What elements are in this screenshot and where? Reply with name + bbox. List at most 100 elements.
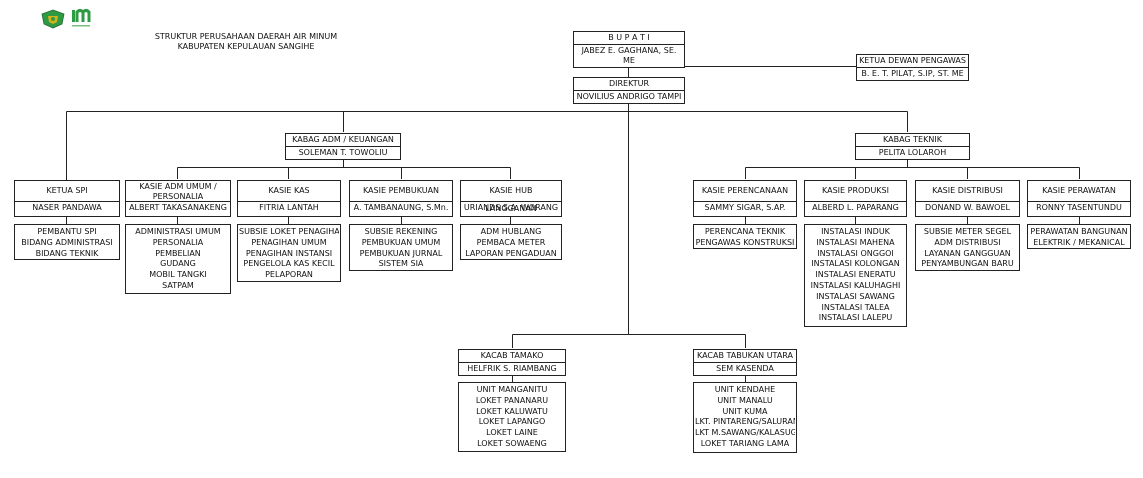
list-item: PERSONALIA <box>152 237 204 247</box>
kasie-kas-box: KASIE KAS FITRIA LANTAH <box>237 180 341 217</box>
list-item: INSTALASI LALEPU <box>818 313 893 323</box>
list-item: LAPORAN PENGADUAN <box>465 248 557 258</box>
list-item: PEMBACA METER <box>476 237 546 247</box>
list-item: PENAGIHAN UMUM <box>251 237 327 247</box>
kasie-kas-title: KASIE KAS <box>238 181 340 202</box>
list-item: BIDANG ADMINISTRASI <box>21 237 113 247</box>
kasie-produksi-list: INSTALASI INDUK INSTALASI MAHENA INSTALA… <box>804 224 907 327</box>
kasie-perencanaan-list: PERENCANA TEKNIK PENGAWAS KONSTRUKSI <box>693 224 797 249</box>
kasie-produksi-title: KASIE PRODUKSI <box>805 181 906 202</box>
list-item: LOKET TARIANG LAMA <box>700 438 790 448</box>
kacab-tabukan-box: KACAB TABUKAN UTARA SEM KASENDA <box>693 349 797 376</box>
direktur-title: DIREKTUR <box>574 78 684 91</box>
kasie-distribusi-list: SUBSIE METER SEGEL ADM DISTRIBUSI LAYANA… <box>915 224 1020 271</box>
list-item: PENGAWAS KONSTRUKSI <box>695 237 795 247</box>
kabag-adm-name: SOLEMAN T. TOWOLIU <box>298 148 388 157</box>
list-item: ELEKTRIK / MEKANICAL <box>1033 237 1125 247</box>
kacab-tabukan-list: UNIT KENDAHE UNIT MANALU UNIT KUMA LKT. … <box>693 382 797 453</box>
kasie-adm-umum-title: KASIE ADM UMUM / PERSONALIA <box>126 181 230 202</box>
kacab-tabukan-title: KACAB TABUKAN UTARA <box>694 350 796 363</box>
list-item: GUDANG <box>160 259 196 269</box>
list-item: SATPAM <box>162 280 194 290</box>
regency-emblem-icon <box>41 9 65 29</box>
kasie-distribusi-name: DONAND W. BAWOEL <box>925 203 1010 212</box>
list-item: PEMBANTU SPI <box>37 227 97 236</box>
list-item: PENAGIHAN INSTANSI <box>245 248 333 258</box>
kasie-hub-name: URIANDS S.A. WORANG <box>463 203 559 212</box>
list-item: PEMBELIAN <box>155 248 201 258</box>
list-item: LOKET KALUWATU <box>476 406 548 416</box>
chart-title-line2: KABUPATEN KEPULAUAN SANGIHE <box>177 42 315 51</box>
kasie-pembukuan-list: SUBSIE REKENING PEMBUKUAN UMUM PEMBUKUAN… <box>349 224 453 271</box>
kacab-tamako-name: HELFRIK S. RIAMBANG <box>467 364 557 373</box>
list-item: ADMINISTRASI UMUM <box>135 227 221 236</box>
kasie-pembukuan-name: A. TAMBANAUNG, S.Mn. <box>353 203 449 212</box>
chart-title-line1: STRUKTUR PERUSAHAAN DAERAH AIR MINUM <box>154 32 338 41</box>
title-line: PERSONALIA <box>152 191 204 201</box>
kacab-tamako-box: KACAB TAMAKO HELFRIK S. RIAMBANG <box>458 349 566 376</box>
kasie-perawatan-title: KASIE PERAWATAN <box>1028 181 1130 202</box>
list-item: LOKET SOWAENG <box>477 438 547 448</box>
list-item: PERENCANA TEKNIK <box>704 227 786 236</box>
list-item: PELAPORAN <box>265 270 313 280</box>
list-item: SUBSIE METER SEGEL <box>923 227 1012 236</box>
kacab-tamako-list: UNIT MANGANITU LOKET PANANARU LOKET KALU… <box>458 382 566 452</box>
kabag-adm-title: KABAG ADM / KEUANGAN <box>286 134 400 147</box>
list-item: PEMBUKUAN JURNAL <box>359 248 443 258</box>
kasie-perencanaan-title: KASIE PERENCANAAN <box>694 181 796 202</box>
ketua-spi-title: KETUA SPI <box>15 181 119 202</box>
list-item: INSTALASI TALEA <box>821 302 890 312</box>
list-item: UNIT KUMA <box>722 406 768 416</box>
direktur-box: DIREKTUR NOVILIUS ANDRIGO TAMPI <box>573 77 685 104</box>
list-item: LAYANAN GANGGUAN <box>924 248 1011 258</box>
chart-title: STRUKTUR PERUSAHAAN DAERAH AIR MINUM KAB… <box>128 32 364 52</box>
kasie-perawatan-list: PERAWATAN BANGUNAN ELEKTRIK / MEKANICAL <box>1027 224 1131 249</box>
list-item: PEMBUKUAN UMUM <box>361 237 441 247</box>
kasie-distribusi-box: KASIE DISTRIBUSI DONAND W. BAWOEL <box>915 180 1020 217</box>
list-item: LKT. PINTARENG/SALURANG <box>695 417 795 427</box>
dewan-name: B. E. T. PILAT, S.IP, ST. ME <box>861 69 964 78</box>
ketua-spi-box: KETUA SPI NASER PANDAWA <box>14 180 120 217</box>
list-item: PENGELOLA KAS KECIL <box>243 259 335 269</box>
kasie-pembukuan-box: KASIE PEMBUKUAN A. TAMBANAUNG, S.Mn. <box>349 180 453 217</box>
list-item: INSTALASI ENERATU <box>815 270 896 280</box>
list-item: UNIT MANALU <box>717 395 773 405</box>
list-item: LOKET LAINE <box>486 428 538 438</box>
list-item: INSTALASI INDUK <box>821 227 890 236</box>
list-item: LOKET PANANARU <box>475 395 549 405</box>
kasie-hub-langganan-box: KASIE HUB LANGGANAN URIANDS S.A. WORANG <box>460 180 562 217</box>
bupati-box: B U P A T I JABEZ E. GAGHANA, SE. ME <box>573 31 685 68</box>
kasie-adm-umum-name: ALBERT TAKASANAKENG <box>129 203 227 212</box>
kasie-adm-umum-box: KASIE ADM UMUM / PERSONALIA ALBERT TAKAS… <box>125 180 231 217</box>
title-line: KASIE ADM UMUM / <box>139 182 217 191</box>
kasie-hub-list: ADM HUBLANG PEMBACA METER LAPORAN PENGAD… <box>460 224 562 260</box>
kasie-perawatan-name: RONNY TASENTUNDU <box>1036 203 1122 212</box>
dewan-title: KETUA DEWAN PENGAWAS <box>857 55 968 68</box>
kabag-teknik-box: KABAG TEKNIK PELITA LOLAROH <box>855 133 970 160</box>
list-item: LOKET LAPANGO <box>478 417 546 427</box>
list-item: UNIT KENDAHE <box>714 385 776 394</box>
kasie-perencanaan-box: KASIE PERENCANAAN SAMMY SIGAR, S.AP. <box>693 180 797 217</box>
kasie-perencanaan-name: SAMMY SIGAR, S.AP. <box>704 203 786 212</box>
kasie-adm-umum-list: ADMINISTRASI UMUM PERSONALIA PEMBELIAN G… <box>125 224 231 294</box>
kacab-tamako-title: KACAB TAMAKO <box>459 350 565 363</box>
list-item: SUBSIE LOKET PENAGIHAN <box>239 227 339 236</box>
kasie-kas-name: FITRIA LANTAH <box>259 203 319 212</box>
list-item: INSTALASI SAWANG <box>816 291 895 301</box>
list-item: BIDANG TEKNIK <box>35 248 99 258</box>
list-item: PENYAMBUNGAN BARU <box>921 259 1014 269</box>
direktur-name: NOVILIUS ANDRIGO TAMPI <box>576 92 682 101</box>
dewan-pengawas-box: KETUA DEWAN PENGAWAS B. E. T. PILAT, S.I… <box>856 54 969 81</box>
list-item: INSTALASI ONGGOI <box>817 248 894 258</box>
list-item: PERAWATAN BANGUNAN <box>1030 227 1128 236</box>
kasie-produksi-box: KASIE PRODUKSI ALBERD L. PAPARANG <box>804 180 907 217</box>
kabag-adm-box: KABAG ADM / KEUANGAN SOLEMAN T. TOWOLIU <box>285 133 401 160</box>
list-item: SUBSIE REKENING <box>364 227 438 236</box>
list-item: ADM DISTRIBUSI <box>934 237 1001 247</box>
kasie-hub-title: KASIE HUB LANGGANAN <box>461 181 561 213</box>
ketua-spi-list: PEMBANTU SPI BIDANG ADMINISTRASI BIDANG … <box>14 224 120 260</box>
kasie-perawatan-box: KASIE PERAWATAN RONNY TASENTUNDU <box>1027 180 1131 217</box>
list-item: MOBIL TANGKI <box>149 270 207 280</box>
list-item: INSTALASI KALUHAGHI <box>810 280 901 290</box>
